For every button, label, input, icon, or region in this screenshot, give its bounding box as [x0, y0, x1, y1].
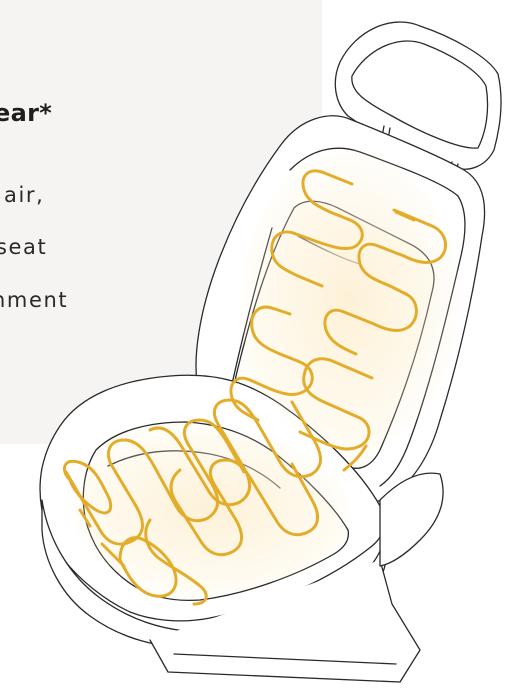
heat-glow-back — [240, 150, 460, 450]
heat-glow-seat — [70, 430, 350, 590]
